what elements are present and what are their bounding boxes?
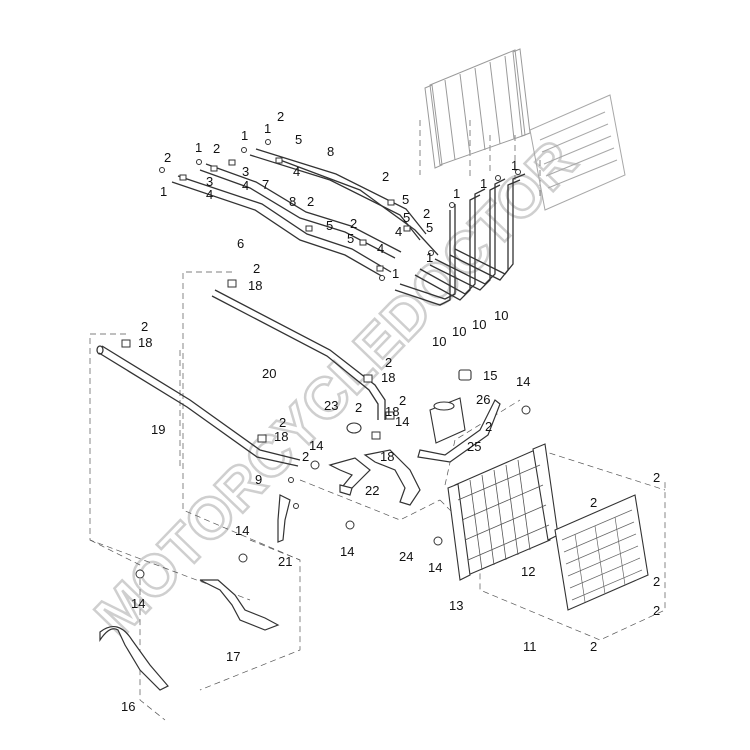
callout-5: 5: [347, 231, 354, 246]
callout-1: 1: [195, 140, 202, 155]
callout-1: 1: [480, 176, 487, 191]
callout-2: 2: [423, 206, 430, 221]
callout-2: 2: [355, 400, 362, 415]
callout-8: 8: [327, 144, 334, 159]
callout-18: 18: [248, 278, 262, 293]
cap-15: [458, 369, 472, 381]
callout-4: 4: [395, 224, 402, 239]
callout-18: 18: [381, 370, 395, 385]
callout-15: 15: [483, 368, 497, 383]
callout-2: 2: [164, 150, 171, 165]
callout-14: 14: [428, 560, 442, 575]
callout-10: 10: [472, 317, 486, 332]
pipe-set-10: [394, 173, 526, 306]
callout-11: 11: [523, 639, 537, 654]
callout-8: 8: [289, 194, 296, 209]
callout-10: 10: [494, 308, 508, 323]
callout-3: 3: [206, 174, 213, 189]
callout-1: 1: [264, 121, 271, 136]
reservoir-26: [429, 397, 466, 444]
callout-2: 2: [653, 603, 660, 618]
callout-3: 3: [242, 164, 249, 179]
callout-1: 1: [453, 186, 460, 201]
callout-14: 14: [131, 596, 145, 611]
callout-14: 14: [516, 374, 530, 389]
callout-13: 13: [449, 598, 463, 613]
callout-2: 2: [141, 319, 148, 334]
callouts: 1 1 1 1 1 1 1 1 1 2 2 2 2 2 2 2 2 2 2 2 …: [121, 109, 660, 714]
callout-20: 20: [262, 366, 276, 381]
callout-25: 25: [467, 439, 481, 454]
callout-14: 14: [309, 438, 323, 453]
small-parts: [121, 139, 531, 579]
callout-2: 2: [399, 393, 406, 408]
callout-12: 12: [521, 564, 535, 579]
callout-2: 2: [590, 639, 597, 654]
callout-4: 4: [206, 187, 213, 202]
callout-1: 1: [241, 128, 248, 143]
callout-4: 4: [293, 164, 300, 179]
callout-22: 22: [365, 483, 379, 498]
callout-2: 2: [653, 470, 660, 485]
callout-19: 19: [151, 422, 165, 437]
upper-radiator-grille: [529, 94, 626, 211]
callout-14: 14: [395, 414, 409, 429]
guide-lines: [89, 120, 666, 721]
callout-4: 4: [377, 241, 384, 256]
callout-10: 10: [452, 324, 466, 339]
callout-5: 5: [326, 218, 333, 233]
callout-2: 2: [385, 355, 392, 370]
callout-5: 5: [402, 192, 409, 207]
callout-2: 2: [382, 169, 389, 184]
callout-24: 24: [399, 549, 413, 564]
callout-2: 2: [277, 109, 284, 124]
callout-10: 10: [432, 334, 446, 349]
callout-1: 1: [160, 184, 167, 199]
callout-9: 9: [255, 472, 262, 487]
callout-6: 6: [237, 236, 244, 251]
callout-2: 2: [485, 419, 492, 434]
pipe-20: [211, 289, 386, 420]
callout-18: 18: [385, 404, 399, 419]
callout-2: 2: [350, 216, 357, 231]
callout-5: 5: [403, 210, 410, 225]
callout-5: 5: [426, 220, 433, 235]
radiator-grille-12: [554, 494, 649, 611]
upper-radiator-core: [424, 48, 531, 169]
callout-2: 2: [590, 495, 597, 510]
pipe-19: [96, 345, 301, 467]
callout-18: 18: [138, 335, 152, 350]
callout-7: 7: [262, 177, 269, 192]
callout-1: 1: [511, 158, 518, 173]
callout-2: 2: [279, 415, 286, 430]
callout-5: 5: [295, 132, 302, 147]
callout-2: 2: [307, 194, 314, 209]
callout-14: 14: [235, 523, 249, 538]
callout-18: 18: [274, 429, 288, 444]
radiator-13: [447, 443, 559, 581]
thermostat-23: [346, 422, 362, 434]
callout-16: 16: [121, 699, 135, 714]
callout-4: 4: [242, 178, 249, 193]
callout-14: 14: [340, 544, 354, 559]
callout-2: 2: [653, 574, 660, 589]
callout-26: 26: [476, 392, 490, 407]
callout-1: 1: [392, 266, 399, 281]
callout-1: 1: [426, 250, 433, 265]
callout-17: 17: [226, 649, 240, 664]
callout-2: 2: [253, 261, 260, 276]
callout-2: 2: [302, 449, 309, 464]
callout-21: 21: [278, 554, 292, 569]
callout-18: 18: [380, 449, 394, 464]
callout-23: 23: [324, 398, 338, 413]
hoses: [99, 399, 501, 691]
callout-2: 2: [213, 141, 220, 156]
